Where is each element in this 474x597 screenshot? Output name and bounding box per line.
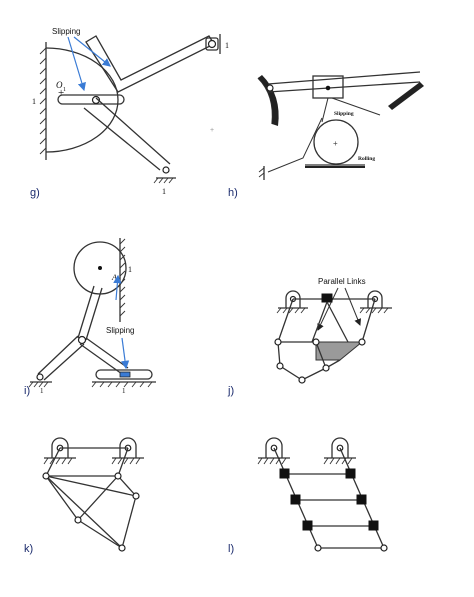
ground-label-left: 1 [32, 97, 36, 106]
panel-h: + Slipping Rolling + h) [210, 71, 424, 199]
slipping-callout-i: Slipping [106, 326, 134, 335]
panel-label-i: i) [24, 385, 30, 397]
center-label: O [56, 80, 63, 90]
linkage-k [45, 447, 137, 549]
center-plus: + [58, 87, 64, 99]
beam [267, 71, 421, 93]
center-label-sub: 1 [63, 87, 66, 93]
left-ground-pivot [36, 373, 44, 381]
wall-hatching [39, 47, 47, 155]
top-pivot [207, 39, 217, 49]
panel-label-k: k) [24, 543, 33, 555]
beam-left-pin [266, 84, 274, 92]
panel-k: k) [24, 437, 144, 555]
lower-right-link [79, 337, 129, 375]
knee-joint [77, 335, 87, 345]
v-link [85, 35, 215, 93]
rolling-callout: Rolling [358, 156, 375, 162]
panel-label-j: j) [227, 385, 234, 397]
panel-label-g: g) [30, 187, 40, 199]
point-a-label: A [111, 273, 117, 282]
svg-text:+: + [210, 127, 214, 134]
panel-i: A 1 Slipping 1 1 i) [24, 238, 156, 397]
ground-label-right-i: 1 [128, 265, 132, 274]
cable [267, 117, 323, 173]
slider [119, 371, 131, 378]
panel-l: l) [228, 437, 388, 555]
upper-link [77, 285, 103, 341]
rolling-wheel [313, 119, 359, 165]
right-surface [388, 82, 424, 110]
panel-g: + O 1 Slipping 1 1 1 g) [30, 27, 229, 199]
slider-blocks [279, 468, 379, 531]
slot-track [95, 369, 153, 380]
ground-label-bottom-mid-i: 1 [122, 387, 126, 395]
bottom-pivot [162, 166, 170, 174]
diagonal-link [83, 97, 171, 171]
shaded-link [315, 341, 364, 361]
svg-text:+: + [333, 139, 338, 148]
parallel-links-callout: Parallel Links [318, 277, 366, 286]
panel-label-l: l) [228, 543, 234, 555]
ground-label-bottom: 1 [162, 187, 166, 196]
panel-label-h: h) [228, 187, 238, 199]
panel-j: Parallel Links j) [227, 277, 392, 397]
lower-left-link [37, 335, 85, 381]
ground-label-bottom-left-i: 1 [40, 387, 44, 395]
half-disc-cam [45, 47, 119, 153]
slipping-callout: Slipping [52, 27, 80, 36]
slipping-callout-h: Slipping [334, 111, 354, 117]
slot [57, 94, 125, 105]
ground-label-top: 1 [225, 41, 229, 50]
slider-pin [91, 95, 101, 105]
